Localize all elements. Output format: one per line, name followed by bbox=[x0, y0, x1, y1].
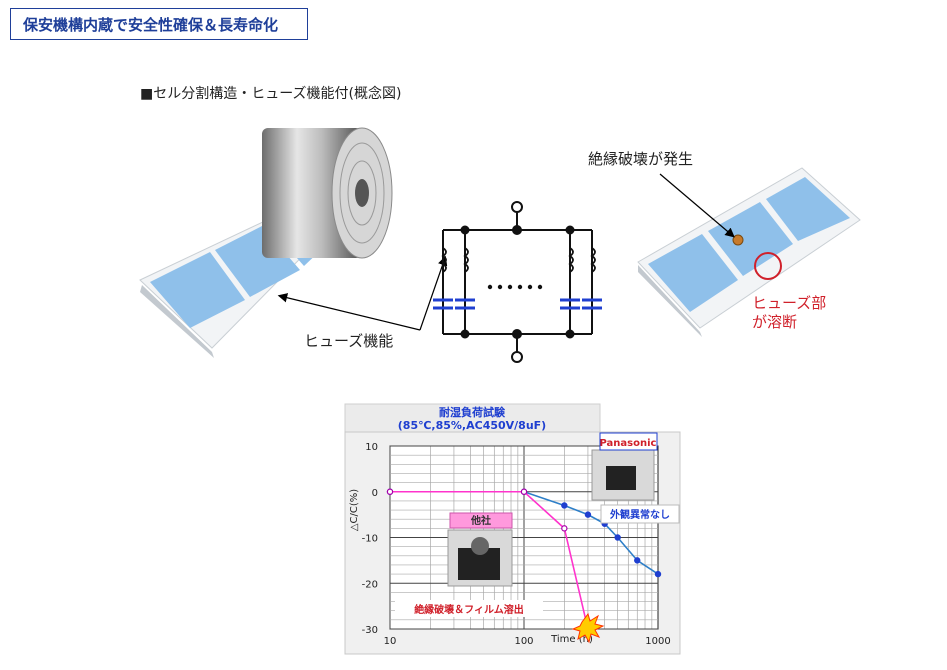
film-roll-illustration bbox=[139, 127, 393, 358]
competitor-legend: 他社 bbox=[470, 514, 491, 527]
y-tick-label: -30 bbox=[362, 625, 378, 636]
series-point-0 bbox=[634, 557, 641, 564]
circuit-diagram bbox=[433, 201, 602, 363]
breakdown-arrow bbox=[659, 173, 735, 238]
y-tick-label: -10 bbox=[362, 534, 378, 545]
competitor-photo bbox=[447, 529, 513, 587]
chart-title-1: 耐湿負荷試験 bbox=[439, 405, 506, 419]
panasonic-legend: Panasonic bbox=[600, 438, 657, 449]
series-point-0 bbox=[654, 570, 662, 578]
series-point-0 bbox=[561, 502, 568, 509]
insulation-breakdown-label: 絶縁破壊が発生 bbox=[588, 150, 693, 168]
fuse-melt-label-2: が溶断 bbox=[752, 313, 797, 331]
series-line-0 bbox=[390, 490, 659, 575]
x-axis-label: Time (h) bbox=[550, 634, 593, 645]
normal-annotation: 外観異常なし bbox=[609, 508, 670, 521]
series-point-1 bbox=[386, 488, 394, 495]
fuse-function-label: ヒューズ機能 bbox=[304, 332, 393, 350]
panasonic-photo bbox=[591, 432, 658, 501]
chart-title-panel bbox=[344, 403, 601, 433]
failure-annotation: 絶縁破壊＆フィルム溶出 bbox=[414, 603, 524, 616]
fuse-arrow-right bbox=[419, 255, 448, 331]
explosion-icon bbox=[571, 612, 605, 644]
normal-box bbox=[600, 504, 680, 524]
y-axis-label: △C/C(%) bbox=[349, 489, 360, 531]
x-tick-label: 100 bbox=[514, 636, 533, 647]
series-point-1 bbox=[520, 488, 528, 495]
x-tick-label: 1000 bbox=[645, 636, 670, 647]
y-tick-label: -20 bbox=[362, 579, 378, 590]
series-point-0 bbox=[584, 511, 592, 518]
series-line-1 bbox=[390, 490, 589, 630]
competitor-legend-box bbox=[449, 512, 513, 529]
chart-title-2: (85℃,85%,AC450V/8uF) bbox=[398, 419, 546, 432]
series-point-1 bbox=[561, 525, 568, 532]
series-point-0 bbox=[614, 534, 621, 541]
page-title: 保安機構内蔵で安全性確保＆長寿命化 bbox=[10, 8, 308, 40]
y-tick-label: 0 bbox=[372, 488, 378, 499]
fuse-melt-label-1: ヒューズ部 bbox=[752, 294, 826, 312]
diagram-subtitle: ■セル分割構造・ヒューズ機能付(概念図) bbox=[140, 86, 402, 102]
film-piece-illustration bbox=[637, 167, 861, 337]
failure-box bbox=[395, 600, 543, 617]
y-tick-label: 10 bbox=[365, 442, 378, 453]
x-tick-label: 10 bbox=[384, 636, 397, 647]
fuse-arrow-left bbox=[277, 293, 421, 331]
